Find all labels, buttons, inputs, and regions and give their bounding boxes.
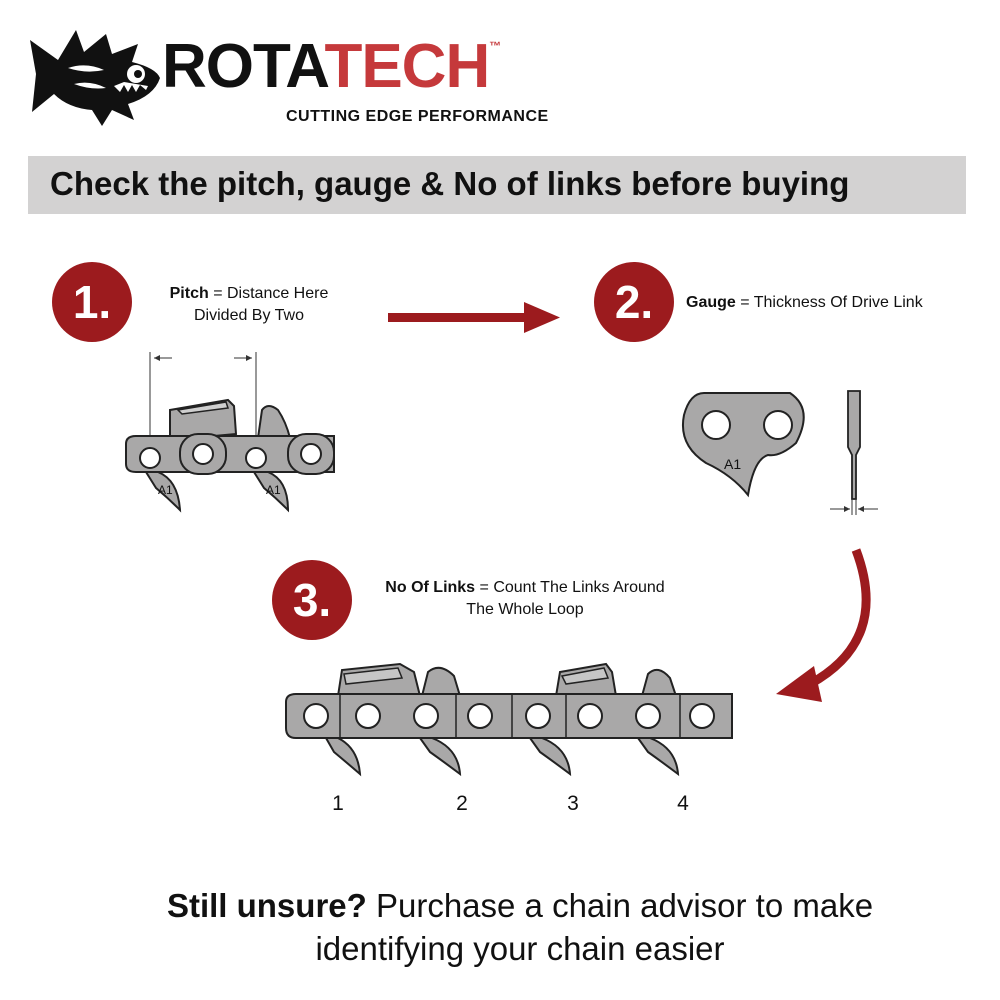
step-1-desc-line2: Divided By Two bbox=[194, 307, 304, 324]
footer-bold-lead: Still unsure? bbox=[166, 887, 367, 924]
brand-wordmark: ROTATECH™ bbox=[162, 36, 501, 98]
step-3-caption: No Of Links = Count The Links Around The… bbox=[360, 577, 690, 621]
link-count-label-2: 2 bbox=[456, 792, 468, 815]
pitch-link-right-label: A1 bbox=[266, 483, 281, 497]
headline-banner bbox=[28, 156, 966, 214]
step-1-term: Pitch bbox=[169, 285, 209, 302]
gauge-link-label: A1 bbox=[724, 456, 741, 472]
link-count-label-1: 1 bbox=[332, 792, 344, 815]
step-2-separator: = bbox=[735, 294, 754, 311]
step-1-caption: Pitch = Distance Here Divided By Two bbox=[140, 283, 358, 327]
step-1-separator: = bbox=[208, 285, 227, 302]
brand-name-part1: ROTA bbox=[162, 32, 325, 101]
trademark-symbol: ™ bbox=[489, 39, 501, 53]
step-2-desc-line1: Thickness Of Drive Link bbox=[753, 294, 923, 311]
step-2-caption: Gauge = Thickness Of Drive Link bbox=[686, 292, 960, 314]
footer-line1-rest: Purchase a chain advisor to make bbox=[366, 887, 874, 924]
link-count-label-4: 4 bbox=[677, 792, 689, 815]
pitch-link-left-label: A1 bbox=[158, 483, 173, 497]
link-count-label-3: 3 bbox=[567, 792, 579, 815]
right-arrow-icon bbox=[388, 302, 560, 333]
chain-links-illustration bbox=[285, 662, 733, 777]
footer-message: Still unsure? Purchase a chain advisor t… bbox=[100, 884, 940, 970]
brand-tagline: CUTTING EDGE PERFORMANCE bbox=[286, 108, 549, 125]
step-3-desc-line2: The Whole Loop bbox=[466, 601, 584, 618]
step-2-term: Gauge bbox=[686, 294, 736, 311]
step-1-desc-line1: Distance Here bbox=[226, 285, 329, 302]
piranha-logo-icon bbox=[30, 30, 160, 126]
step-3-separator: = bbox=[475, 579, 494, 596]
headline-text: Check the pitch, gauge & No of links bef… bbox=[50, 165, 850, 202]
step-3-badge: 3. bbox=[272, 560, 352, 640]
curved-arrow-icon bbox=[776, 548, 871, 702]
footer-line2: identifying your chain easier bbox=[315, 930, 725, 967]
step-1-badge: 1. bbox=[52, 262, 132, 342]
pitch-chain-illustration: A1 A1 bbox=[125, 352, 335, 513]
step-3-desc-line1: Count The Links Around bbox=[493, 579, 665, 596]
step-3-term: No Of Links bbox=[385, 579, 476, 596]
step-2-badge: 2. bbox=[594, 262, 674, 342]
brand-name-part2: TECH bbox=[324, 32, 490, 101]
gauge-link-illustration: A1 bbox=[682, 390, 878, 515]
